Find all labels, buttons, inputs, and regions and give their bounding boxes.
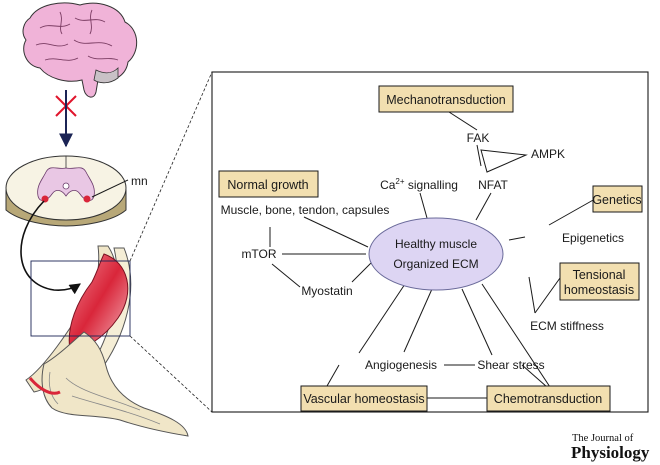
- tensional-label-1: Tensional: [573, 268, 626, 282]
- epigenetics-label: Epigenetics: [562, 231, 624, 245]
- chemotransduction-box: [486, 385, 611, 412]
- normal-growth-box: [218, 170, 319, 198]
- nfat-label: NFAT: [478, 178, 508, 192]
- mtor-label: mTOR: [241, 247, 276, 261]
- zoom-line-bottom: [129, 335, 213, 413]
- zoom-line-top: [129, 71, 213, 262]
- chemotransduction-label: Chemotransduction: [494, 392, 602, 406]
- normal-growth-label: Normal growth: [227, 178, 308, 192]
- ampk-label: AMPK: [531, 147, 565, 161]
- vascular-homeostasis-label: Vascular homeostasis: [303, 392, 424, 406]
- mn-label: mn: [131, 174, 148, 188]
- mechanotransduction-label: Mechanotransduction: [386, 93, 506, 107]
- motor-neuron-arrow: [20, 200, 81, 295]
- center-label-1: Healthy muscle: [395, 237, 477, 251]
- ecm-stiffness-label: ECM stiffness: [530, 319, 604, 333]
- fak-label: FAK: [467, 131, 490, 145]
- connector-lines: [269, 111, 596, 399]
- leg-illustration: [25, 245, 189, 437]
- muscle-bone-label: Muscle, bone, tendon, capsules: [221, 203, 390, 217]
- spinal-cord-illustration: [5, 155, 127, 227]
- ca-signalling-label: Ca2+ signalling: [380, 177, 458, 192]
- journal-logo-line2: Physiology: [571, 443, 650, 462]
- mn-pointer-line: [91, 179, 129, 198]
- genetics-box: [592, 185, 643, 213]
- genetics-label: Genetics: [592, 193, 641, 207]
- journal-logo-line1: The Journal of: [572, 433, 634, 444]
- healthy-muscle-ellipse: [368, 217, 504, 291]
- angiogenesis-label: Angiogenesis: [365, 358, 437, 372]
- shear-stress-label: Shear stress: [477, 358, 544, 372]
- tensional-label-2: homeostasis: [564, 283, 634, 297]
- myostatin-label: Myostatin: [301, 284, 352, 298]
- tensional-homeostasis-box: [559, 262, 640, 301]
- brain-illustration: [22, 2, 138, 98]
- center-label-2: Organized ECM: [393, 257, 478, 271]
- vascular-homeostasis-box: [300, 385, 428, 412]
- mechanotransduction-box: [378, 85, 514, 113]
- zoom-region-box: [30, 260, 131, 337]
